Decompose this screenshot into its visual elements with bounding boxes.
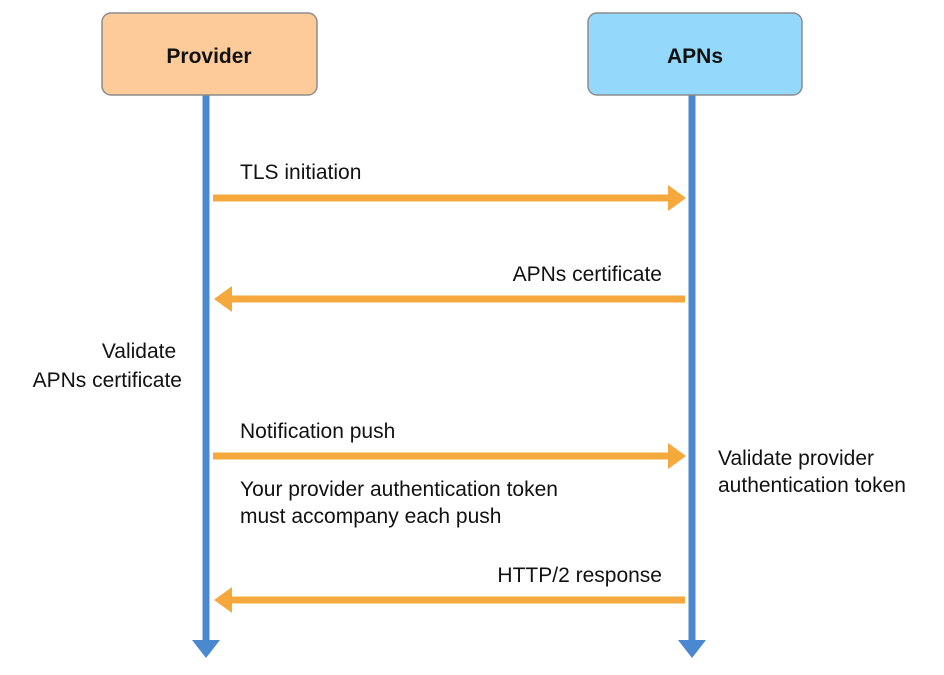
message-tls-initiation: TLS initiation — [213, 161, 686, 211]
provider-actor: Provider — [101, 12, 318, 96]
message-notification-push: Notification push — [213, 420, 686, 469]
note-line: Validate provider — [718, 447, 874, 470]
note-line: Validate — [102, 340, 176, 363]
message-arrowhead — [214, 587, 232, 613]
provider-lifeline-arrowhead — [192, 640, 220, 658]
message-label: Notification push — [240, 420, 395, 443]
provider-box — [101, 12, 318, 96]
message-arrowhead — [214, 286, 232, 312]
message-label: APNs certificate — [513, 263, 662, 286]
message-arrowhead — [668, 185, 686, 211]
apns-box — [587, 12, 803, 96]
provider-label: Provider — [166, 45, 251, 68]
apns-lifeline-arrowhead — [678, 640, 706, 658]
message-apns-certificate: APNs certificate — [214, 263, 685, 312]
apns-label: APNs — [667, 45, 723, 68]
message-http2-response: HTTP/2 response — [214, 564, 685, 613]
note-token-requirement: Your provider authentication token must … — [240, 478, 564, 528]
message-arrowhead — [668, 443, 686, 469]
note-line: authentication token — [718, 474, 906, 497]
note-validate-provider-token: Validate provider authentication token — [718, 447, 906, 497]
note-line: APNs certificate — [33, 369, 182, 392]
note-line: must accompany each push — [240, 505, 501, 528]
message-label: TLS initiation — [240, 161, 361, 184]
apns-actor: APNs — [587, 12, 803, 96]
message-label: HTTP/2 response — [497, 564, 662, 587]
note-validate-apns-certificate: Validate APNs certificate — [33, 340, 182, 392]
note-line: Your provider authentication token — [240, 478, 558, 501]
